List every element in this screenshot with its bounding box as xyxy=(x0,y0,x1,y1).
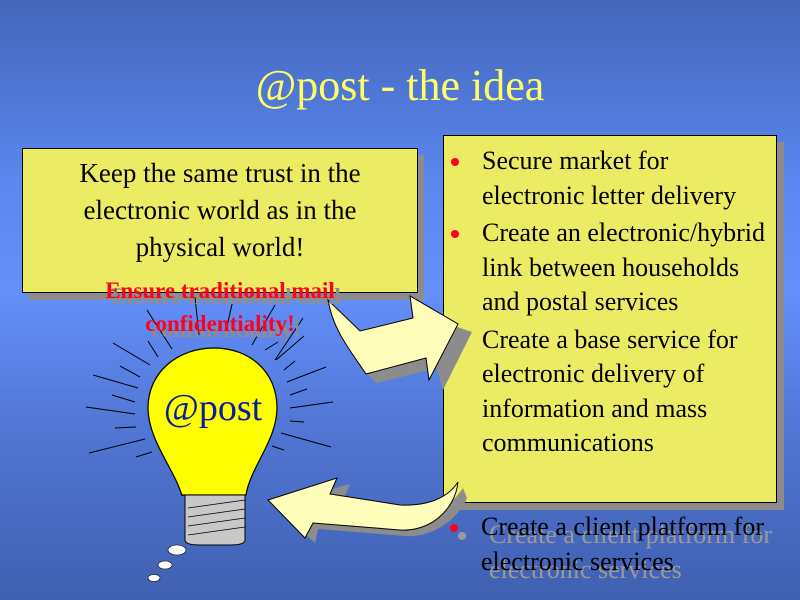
goal-text: Secure market for electronic letter deli… xyxy=(482,146,737,210)
bulb-base xyxy=(184,494,246,546)
bullet-icon xyxy=(451,230,459,238)
bulb-label: @post xyxy=(164,387,263,429)
callout-text: Ensure traditional mail confidentiality! xyxy=(40,274,400,340)
arrow-right-icon xyxy=(327,295,459,382)
outside-bullet: Create a client platform for electronic … xyxy=(443,510,783,582)
bulb-icon xyxy=(147,347,278,497)
light-rays xyxy=(85,296,334,458)
slide-title: @post - the idea xyxy=(255,61,545,110)
goal-text: Create a base service for electronic del… xyxy=(482,324,738,458)
arrow-left-icon xyxy=(267,477,459,539)
trust-box: Keep the same trust in the electronic wo… xyxy=(22,148,418,293)
goals-box: Secure market for electronic letter deli… xyxy=(443,135,777,503)
goal-text: Create a client platform for electronic … xyxy=(481,512,764,576)
goals-list: Secure market for electronic letter deli… xyxy=(444,144,770,461)
goal-item: Secure market for electronic letter deli… xyxy=(444,144,770,213)
trust-text: Keep the same trust in the electronic wo… xyxy=(79,158,361,262)
bullet-icon xyxy=(451,158,459,166)
goal-item: Create an electronic/hybrid link between… xyxy=(444,216,770,320)
callout-line2: confidentiality! xyxy=(145,311,295,336)
callout-line1: Ensure traditional mail xyxy=(105,278,335,303)
goal-item: Create a client platform for electronic … xyxy=(443,510,783,579)
bullet-icon xyxy=(450,524,458,532)
goal-text: Create an electronic/hybrid link between… xyxy=(482,218,765,316)
thought-bubbles xyxy=(147,544,187,582)
goal-item: Create a base service for electronic del… xyxy=(444,323,770,461)
